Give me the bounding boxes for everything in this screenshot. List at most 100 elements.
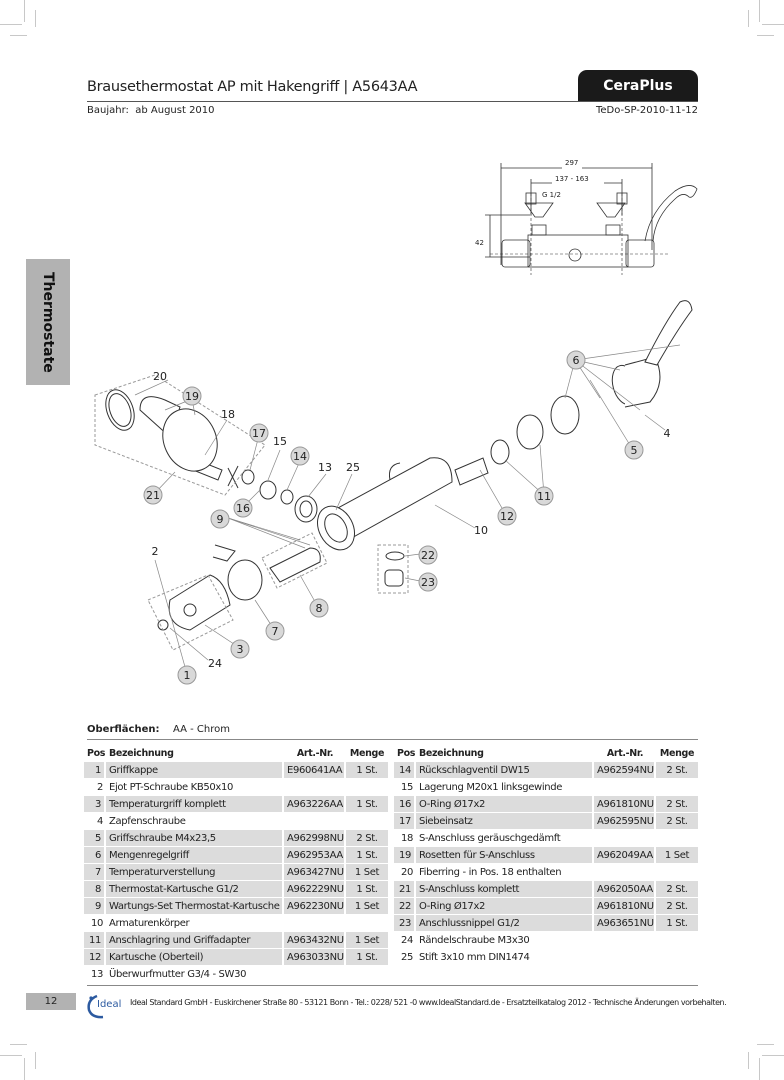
svg-text:7: 7 xyxy=(272,625,279,638)
svg-text:3: 3 xyxy=(237,643,244,656)
cell-qty xyxy=(346,779,388,795)
label-25: 25 xyxy=(346,461,360,474)
col-pos: Pos. xyxy=(397,747,416,759)
cell-pos: 7 xyxy=(84,864,106,880)
cell-qty: 1 Set xyxy=(346,932,388,948)
cell-pos: 21 xyxy=(394,881,416,897)
cell-art-no xyxy=(284,813,346,829)
cell-name: Mengenregelgriff xyxy=(106,847,284,863)
cell-qty: 2 St. xyxy=(656,881,698,897)
ideal-standard-logo: Ideal xyxy=(87,994,121,1019)
cell-pos: 18 xyxy=(400,832,413,844)
cell-pos: 23 xyxy=(394,915,416,931)
cell-pos: 6 xyxy=(84,847,106,863)
cell-name: S-Anschluss komplett xyxy=(416,881,594,897)
surfaces-value: AA - Chrom xyxy=(173,724,230,735)
cell-pos: 13 xyxy=(90,968,103,980)
cell-pos: 22 xyxy=(394,898,416,914)
category-label: Thermostate xyxy=(40,271,56,373)
crop-mark xyxy=(24,0,25,22)
cell-art-no xyxy=(284,779,346,795)
cell-pos: 8 xyxy=(84,881,106,897)
cell-art-no: A961810NU xyxy=(594,796,656,812)
cell-art-no: A963432NU xyxy=(284,932,346,948)
cell-qty xyxy=(346,813,388,829)
callout-19: 19 xyxy=(182,386,202,406)
cell-name: Überwurfmutter G3/4 - SW30 xyxy=(109,968,247,980)
build-year: Baujahr: ab August 2010 xyxy=(87,105,215,116)
cell-name: Anschlussnippel G1/2 xyxy=(416,915,594,931)
cell-art-no: A962050AA xyxy=(594,881,656,897)
cell-pos: 3 xyxy=(84,796,106,812)
cell-pos: 16 xyxy=(394,796,416,812)
footer-legal-text: Ideal Standard GmbH - Euskirchener Straß… xyxy=(130,998,727,1007)
cell-art-no: A962998NU xyxy=(284,830,346,846)
build-year-value: ab August 2010 xyxy=(135,105,215,116)
label-4: 4 xyxy=(664,427,671,440)
svg-text:23: 23 xyxy=(421,576,435,589)
cell-qty: 1 St. xyxy=(346,949,388,965)
table-header-row: Pos. Bezeichnung Art.-Nr. Menge xyxy=(84,745,388,761)
brand-label: CeraPlus xyxy=(603,78,673,94)
callout-16: 16 xyxy=(233,498,253,518)
parts-table-left: Pos. Bezeichnung Art.-Nr. Menge 1Griffka… xyxy=(84,744,388,983)
cell-name: Rosetten für S-Anschluss xyxy=(416,847,594,863)
cell-name: Kartusche (Oberteil) xyxy=(106,949,284,965)
callout-14: 14 xyxy=(290,446,310,466)
callout-11: 11 xyxy=(534,486,554,506)
svg-text:9: 9 xyxy=(217,513,224,526)
cell-name: Fiberring - in Pos. 18 enthalten xyxy=(419,866,562,878)
cell-qty: 1 St. xyxy=(346,762,388,778)
cell-qty: 2 St. xyxy=(656,813,698,829)
cell-art-no: A962230NU xyxy=(284,898,346,914)
cell-pos: 9 xyxy=(84,898,106,914)
svg-text:5: 5 xyxy=(631,444,638,457)
cell-art-no xyxy=(594,864,656,880)
svg-text:14: 14 xyxy=(293,450,307,463)
svg-text:16: 16 xyxy=(236,502,250,515)
cell-art-no: A963226AA xyxy=(284,796,346,812)
cell-pos: 25 xyxy=(400,951,413,963)
crop-mark xyxy=(757,35,774,36)
cell-art-no: A963651NU xyxy=(594,915,656,931)
cell-qty xyxy=(656,864,698,880)
cell-qty: 1 St. xyxy=(346,847,388,863)
dimension-drawing: 297 137 - 163 G 1/2 42 xyxy=(475,159,698,275)
crop-mark xyxy=(762,1055,784,1056)
cell-pos: 15 xyxy=(400,781,413,793)
cell-art-no xyxy=(594,830,656,846)
document-code: TeDo-SP-2010-11-12 xyxy=(595,105,698,116)
body-outline xyxy=(324,457,453,541)
cell-name: Anschlagring und Griffadapter xyxy=(106,932,284,948)
callout-7: 7 xyxy=(265,621,285,641)
cell-qty: 1 St. xyxy=(346,796,388,812)
callout-22: 22 xyxy=(418,545,438,565)
cell-pos: 20 xyxy=(400,866,413,878)
cell-pos: 12 xyxy=(84,949,106,965)
callout-markers: 1 2 3 4 5 6 7 8 9 10 11 12 13 14 15 16 1… xyxy=(143,350,671,685)
svg-text:21: 21 xyxy=(146,489,160,502)
table-row: 13 Überwurfmutter G3/4 - SW30 xyxy=(84,966,388,982)
label-2: 2 xyxy=(152,545,159,558)
cell-name: Wartungs-Set Thermostat-Kartusche xyxy=(106,898,284,914)
cell-art-no: A962594NU xyxy=(594,762,656,778)
cell-qty xyxy=(656,830,698,846)
cell-art-no: A962229NU xyxy=(284,881,346,897)
cell-pos: 17 xyxy=(394,813,416,829)
build-year-label: Baujahr: xyxy=(87,105,129,116)
svg-text:8: 8 xyxy=(316,602,323,615)
svg-text:12: 12 xyxy=(500,510,514,523)
cell-art-no: A963427NU xyxy=(284,864,346,880)
callout-21: 21 xyxy=(143,485,163,505)
surfaces-divider xyxy=(87,739,698,740)
